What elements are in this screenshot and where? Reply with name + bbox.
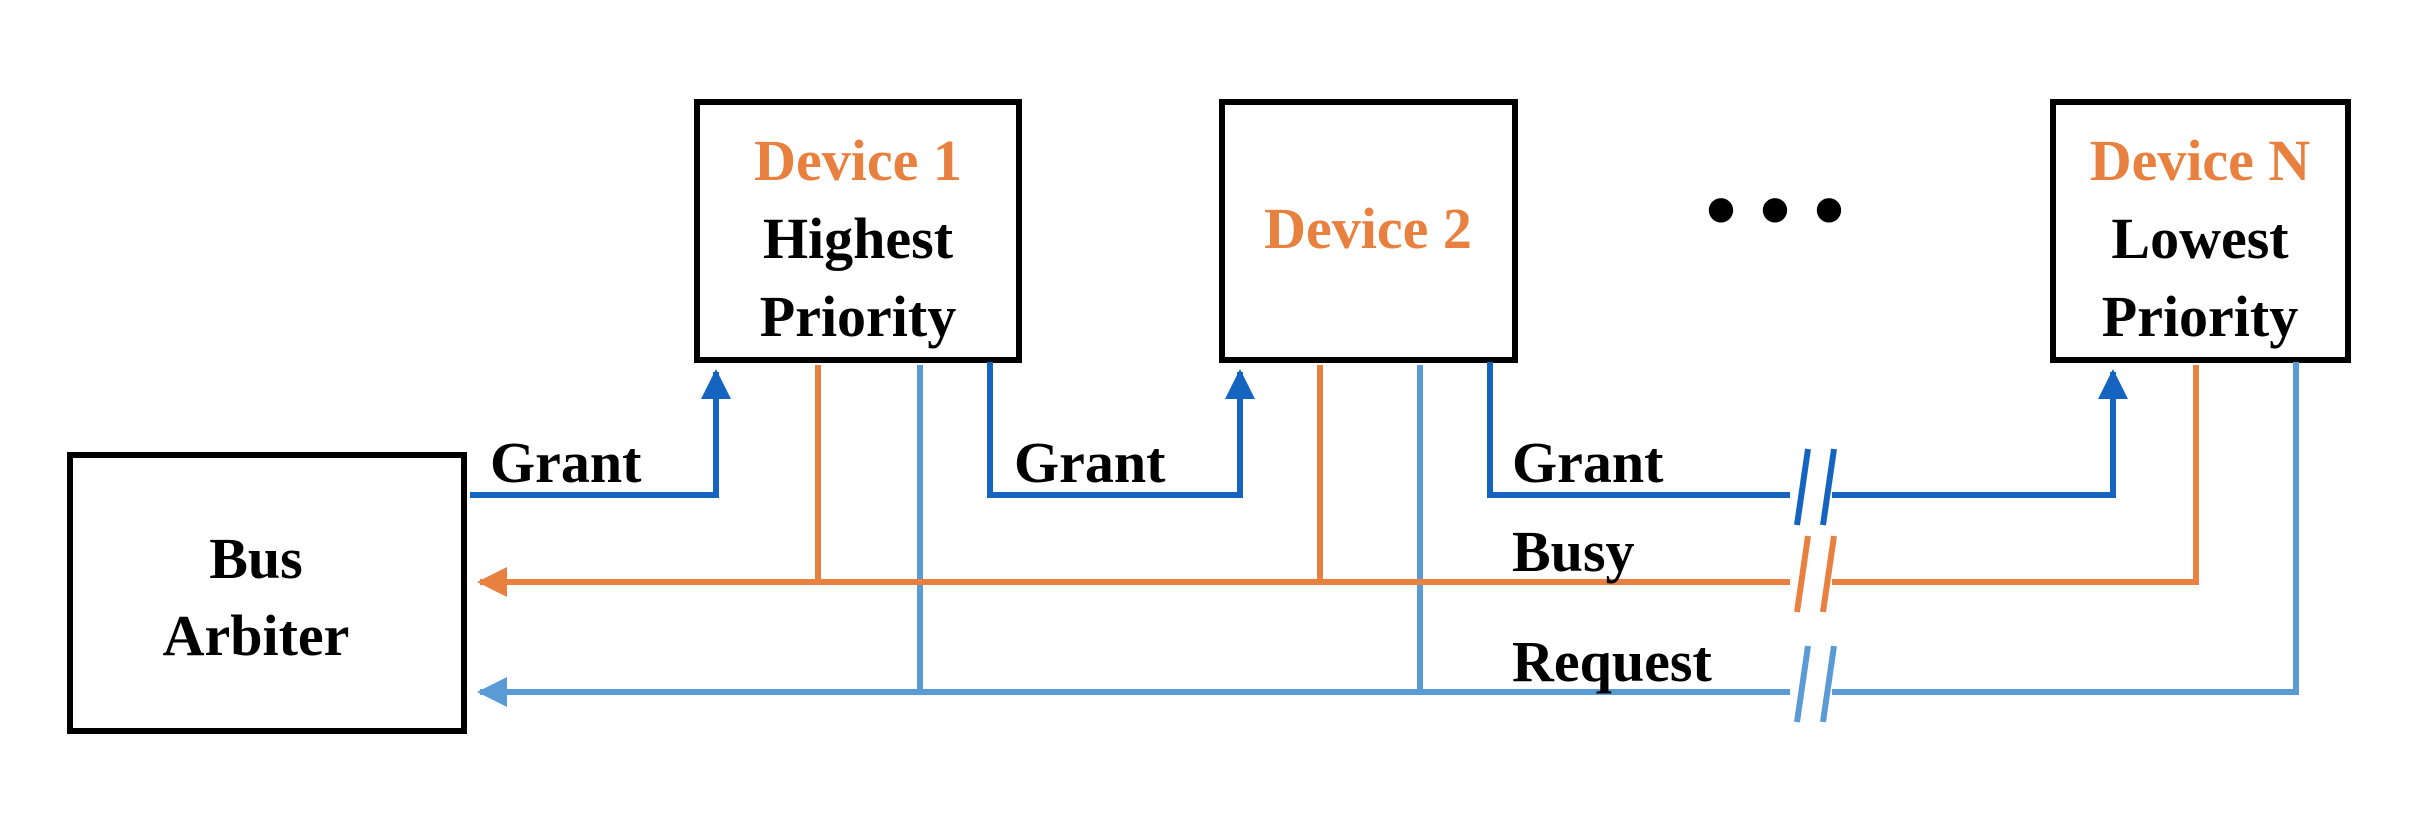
request-line <box>477 362 2299 723</box>
device-n-priority-line1: Lowest <box>2111 206 2289 271</box>
grant-label-1: Grant <box>490 430 642 495</box>
device-1-priority-line1: Highest <box>763 206 954 271</box>
arbiter-label-line1: Bus <box>209 526 303 591</box>
arbiter-label-line2: Arbiter <box>163 603 350 668</box>
grant-label-3: Grant <box>1512 430 1664 495</box>
bus-arbiter-box <box>67 452 467 734</box>
device-2-name: Device 2 <box>1264 196 1472 261</box>
grant-line <box>470 362 2128 526</box>
busy-line <box>477 365 2199 613</box>
device-n-priority-line2: Priority <box>2102 284 2298 349</box>
device-1-box <box>694 99 1022 363</box>
device-1-priority-line2: Priority <box>760 284 956 349</box>
request-label: Request <box>1512 629 1712 694</box>
grant-label-2: Grant <box>1014 430 1166 495</box>
device-1-name: Device 1 <box>754 128 962 193</box>
busy-label: Busy <box>1512 519 1635 584</box>
device-n-box <box>2050 99 2351 363</box>
device-n-name: Device N <box>2090 128 2311 193</box>
ellipsis: • • • <box>1705 161 1845 260</box>
device-2-box <box>1219 99 1518 363</box>
